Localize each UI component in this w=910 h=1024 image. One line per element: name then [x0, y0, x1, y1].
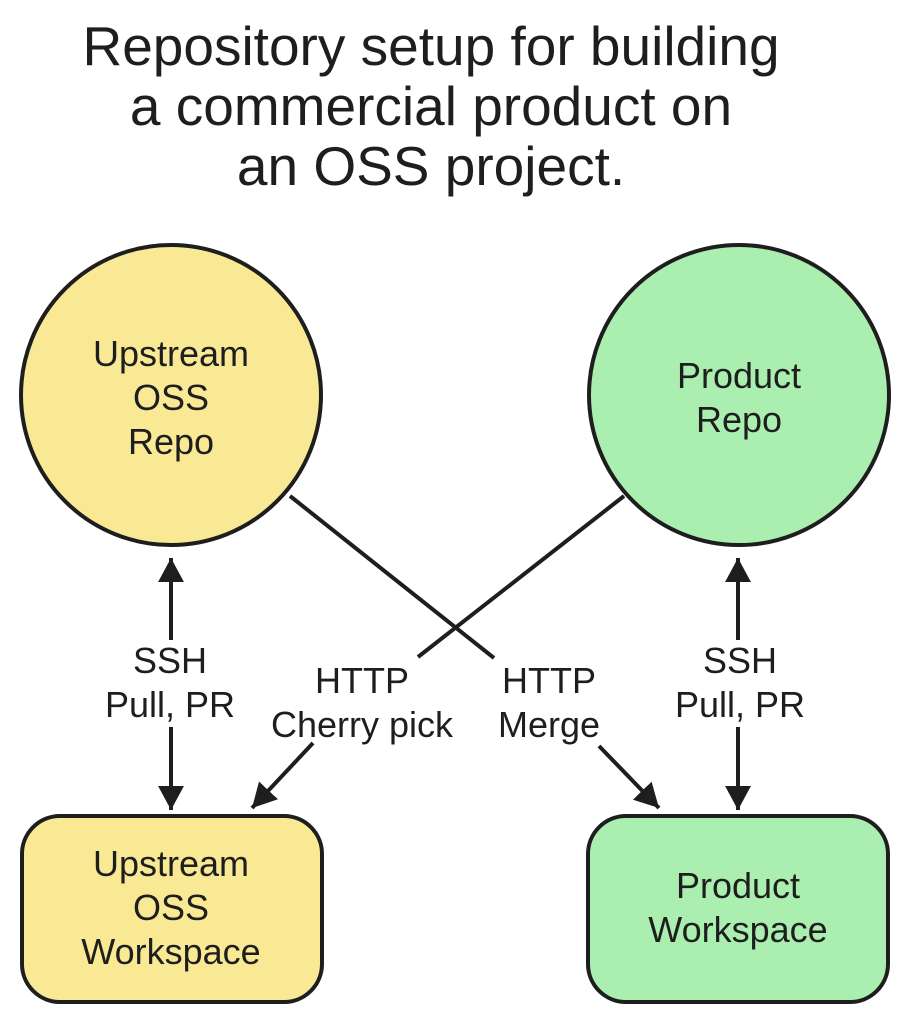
diagram-title: Repository setup for building a commerci… — [82, 15, 780, 197]
product-repo-label: Product Repo — [676, 355, 802, 440]
product-workspace-node — [586, 814, 890, 1004]
upstream-oss-repo-node — [19, 243, 323, 547]
upstream-oss-repo-label: Upstream OSS Repo — [92, 333, 250, 462]
upstream-oss-workspace-node — [20, 814, 324, 1004]
product-repo-node — [587, 243, 891, 547]
http-merge-arrow — [597, 744, 661, 810]
http-cherry-pick-edge-label: HTTP Cherry pick — [270, 660, 454, 745]
ssh-right-edge-label: SSH Pull, PR — [674, 640, 806, 725]
http-cherry-pick-arrow — [250, 741, 315, 810]
http-merge-line-upper — [288, 494, 496, 660]
ssh-left-edge-label: SSH Pull, PR — [104, 640, 236, 725]
http-merge-edge-label: HTTP Merge — [497, 660, 601, 745]
http-cherry-pick-line-upper — [416, 494, 626, 659]
upstream-oss-workspace-label: Upstream OSS Workspace — [81, 843, 261, 972]
product-workspace-label: Product Workspace — [648, 865, 828, 950]
